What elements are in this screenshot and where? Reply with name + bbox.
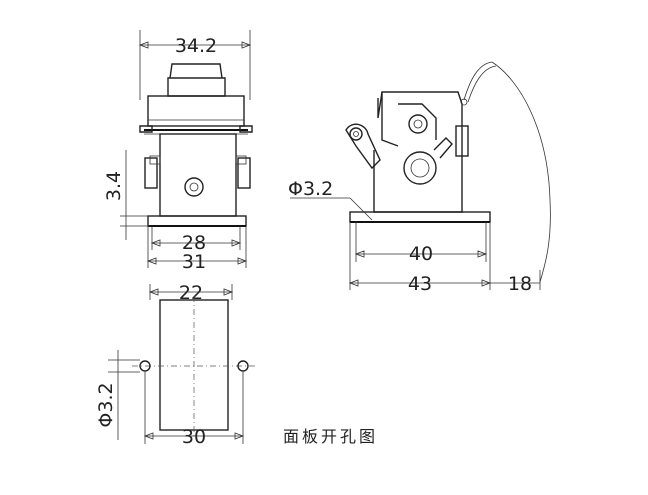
front-view: 34.2 3.4 28 [103,30,253,273]
panel-cutout-view: 22 Φ3.2 30 面板开孔图 [95,282,378,448]
dim-40-label: 40 [409,243,433,265]
dim-43-label: 43 [408,273,432,295]
dim-3-4-label: 3.4 [103,171,125,201]
dim-34-2-label: 34.2 [175,35,217,57]
panel-cutout-caption: 面板开孔图 [283,427,378,446]
dim-31-label: 31 [182,251,206,273]
dim-18-label: 18 [508,273,532,295]
side-view: Φ3.2 40 43 18 [288,61,551,295]
dim-side-phi-label: Φ3.2 [288,178,333,200]
dim-28-label: 28 [182,232,206,254]
dim-22-label: 22 [179,282,203,304]
dim-cutout-phi-label: Φ3.2 [95,382,117,427]
dim-30-label: 30 [182,426,206,448]
